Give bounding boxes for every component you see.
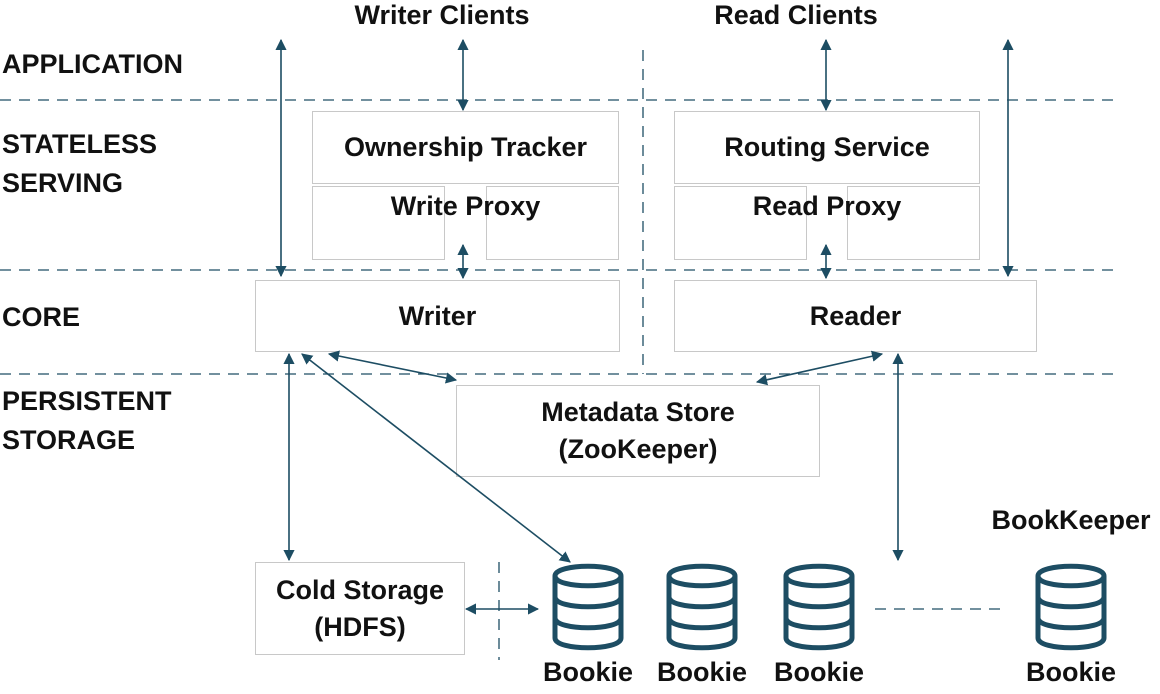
read-proxy-instance-left — [674, 186, 807, 260]
layer-persistent-label-1: PERSISTENT — [2, 386, 172, 416]
layer-stateless-label-2: SERVING — [2, 168, 124, 198]
read-proxy-label: Read Proxy — [752, 191, 902, 221]
writer-box: Writer — [255, 280, 620, 352]
writer-to-metadata-arrow — [327, 350, 458, 384]
bookie-label-1: Bookie — [542, 657, 634, 687]
reader-to-metadata-arrow — [755, 350, 884, 386]
write-proxy-instance-right — [486, 186, 619, 260]
routing-service-label: Routing Service — [724, 132, 930, 162]
ownership-tracker-box: Ownership Tracker — [312, 111, 619, 184]
hdfs-label: (HDFS) — [314, 611, 406, 642]
routing-service-box: Routing Service — [674, 111, 980, 184]
bookkeeper-heading: BookKeeper — [991, 505, 1151, 535]
write-proxy-label: Write Proxy — [390, 191, 541, 221]
bookie-icon — [666, 563, 738, 651]
cold-storage-box: Cold Storage (HDFS) — [255, 562, 465, 655]
bookie-icon — [1035, 563, 1107, 651]
reader-label: Reader — [809, 300, 902, 331]
write-proxy-instance-left — [312, 186, 445, 260]
bookie-label-2: Bookie — [656, 657, 748, 687]
layer-stateless-label-1: STATELESS — [2, 129, 158, 159]
writer-to-bookie-arrow — [301, 353, 571, 563]
layer-persistent-label-2: STORAGE — [2, 425, 136, 455]
read-clients-heading: Read Clients — [714, 0, 878, 30]
zookeeper-label: (ZooKeeper) — [558, 434, 718, 464]
writer-label: Writer — [398, 300, 477, 331]
bookie-icon — [783, 563, 855, 651]
layer-core-label: CORE — [2, 302, 81, 332]
bookie-label-3: Bookie — [773, 657, 865, 687]
bookie-label-4: Bookie — [1025, 657, 1117, 687]
ownership-tracker-label: Ownership Tracker — [343, 132, 588, 162]
layer-application-label: APPLICATION — [2, 49, 183, 79]
cold-storage-label: Cold Storage — [275, 574, 444, 605]
metadata-store-label: Metadata Store — [541, 397, 735, 427]
writer-clients-heading: Writer Clients — [354, 0, 530, 30]
bookie-icon — [552, 563, 624, 651]
read-proxy-instance-right — [847, 186, 980, 260]
